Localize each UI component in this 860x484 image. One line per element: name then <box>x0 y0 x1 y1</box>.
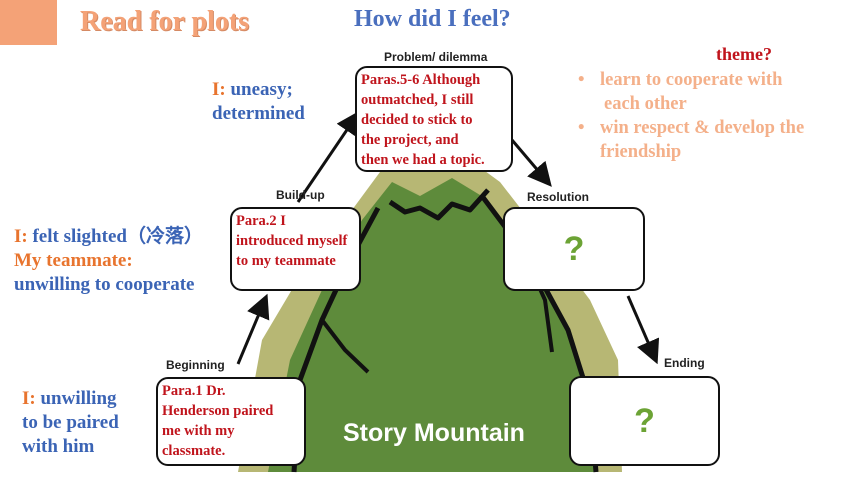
buildup-box: Para.2 I introduced myself to my teammat… <box>230 207 361 291</box>
problem-box-text: Paras.5-6 Although outmatched, I still d… <box>361 72 485 168</box>
theme-item-text: each other <box>604 94 687 114</box>
beginning-box: Para.1 Dr. Henderson paired me with my c… <box>156 377 306 466</box>
arrow-problem-to-resolution <box>510 139 552 187</box>
bullet-icon: • <box>578 70 585 90</box>
feeling-buildup-lead2: My teammate: <box>14 250 133 271</box>
stage-label-problem: Problem/ dilemma <box>384 50 488 64</box>
how-did-i-feel-title: How did I feel? <box>354 6 511 32</box>
beginning-box-text: Para.1 Dr. Henderson paired me with my c… <box>162 383 274 459</box>
theme-item: • win respect & develop the <box>578 116 804 140</box>
corner-accent-block <box>0 0 57 45</box>
resolution-box: ? <box>503 207 645 291</box>
bullet-icon: • <box>578 118 585 138</box>
theme-item: each other <box>578 92 804 116</box>
arrow-beginning-to-buildup <box>236 293 270 365</box>
feeling-beginning-text3: with him <box>22 436 95 457</box>
theme-list: • learn to cooperate with each other • win… <box>578 68 804 164</box>
feeling-beginning-lead: I: <box>22 388 36 409</box>
feeling-beginning: I: unwilling to be paired with him <box>22 387 119 459</box>
story-mountain-title: Story Mountain <box>343 419 525 447</box>
theme-item: friendship <box>578 140 804 164</box>
theme-item-text: learn to cooperate with <box>600 70 783 90</box>
feeling-beginning-text2: to be paired <box>22 412 119 433</box>
read-for-plots-title: Read for plots <box>80 6 250 37</box>
arrow-resolution-to-ending <box>626 295 660 365</box>
feeling-problem-text2: determined <box>212 103 305 124</box>
feeling-buildup-text2: unwilling to cooperate <box>14 274 195 295</box>
feeling-problem: I: uneasy; determined <box>212 78 305 126</box>
mountain-inner-fold <box>320 318 370 374</box>
mountain-ridge-line <box>388 188 490 221</box>
theme-item-text: friendship <box>600 142 682 162</box>
feeling-buildup-lead: I: <box>14 226 28 247</box>
buildup-box-text: Para.2 I introduced myself to my teammat… <box>236 213 348 269</box>
ending-box: ? <box>569 376 720 466</box>
stage-label-resolution: Resolution <box>527 190 589 204</box>
stage-label-beginning: Beginning <box>166 358 225 372</box>
problem-box: Paras.5-6 Although outmatched, I still d… <box>355 66 513 172</box>
feeling-buildup: I: felt slighted（冷落） My teammate: unwill… <box>14 225 203 297</box>
ending-question-mark: ? <box>634 402 655 440</box>
theme-item-text: win respect & develop the <box>600 118 805 138</box>
feeling-beginning-text: unwilling <box>35 388 117 409</box>
stage-label-ending: Ending <box>664 356 705 370</box>
resolution-question-mark: ? <box>563 230 585 268</box>
theme-item: • learn to cooperate with <box>578 68 804 92</box>
feeling-buildup-text: felt slighted（冷落） <box>27 226 203 247</box>
arrow-buildup-to-problem <box>296 110 361 203</box>
feeling-problem-lead: I: <box>212 79 226 100</box>
feeling-problem-text: uneasy; <box>225 79 293 100</box>
theme-title: theme? <box>716 44 772 64</box>
stage-label-buildup: Build-up <box>276 188 325 202</box>
